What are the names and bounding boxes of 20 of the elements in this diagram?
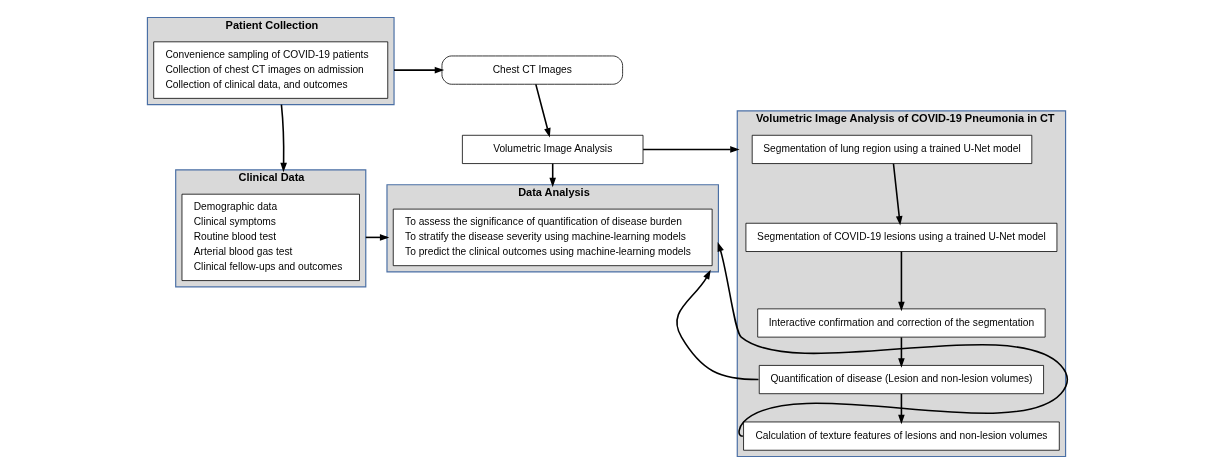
arrow bbox=[897, 393, 905, 425]
node-box: Convenience sampling of COVID-19 patients Collection of chest CT images on admission Collection of clinical data, and outcomes bbox=[152, 41, 388, 99]
arrow bbox=[897, 250, 905, 312]
node-box: Chest CT Images bbox=[441, 55, 623, 85]
arrow bbox=[279, 103, 287, 173]
arrow bbox=[641, 146, 740, 153]
arrow bbox=[675, 269, 759, 381]
arrow bbox=[897, 336, 905, 368]
node-box: Segmentation of COVID-19 lesions using a trained U-Net model bbox=[745, 222, 1057, 252]
node-box: Segmentation of lung region using a trained U-Net model bbox=[751, 134, 1032, 164]
arrow bbox=[364, 234, 389, 241]
node-box: Calculation of texture features of lesions and non-lesion volumes bbox=[742, 421, 1060, 451]
arrow bbox=[392, 66, 444, 74]
node-box: Volumetric Image Analysis bbox=[461, 134, 643, 164]
arrow bbox=[892, 162, 902, 226]
node-box: To assess the significance of quantification of disease burden To stratify the disease severity using machine-learning models To predict the clinical outcomes using machine-learning models bbox=[392, 208, 713, 267]
node-box: Demographic data Clinical symptoms Routine blood test Arterial blood gas test Clinical fellow-ups and outcomes bbox=[181, 193, 360, 281]
node-box: Interactive confirmation and correction of the segmentation bbox=[756, 308, 1046, 338]
node-box: Quantification of disease (Lesion and non-lesion volumes) bbox=[758, 365, 1044, 395]
arrow bbox=[534, 83, 551, 138]
